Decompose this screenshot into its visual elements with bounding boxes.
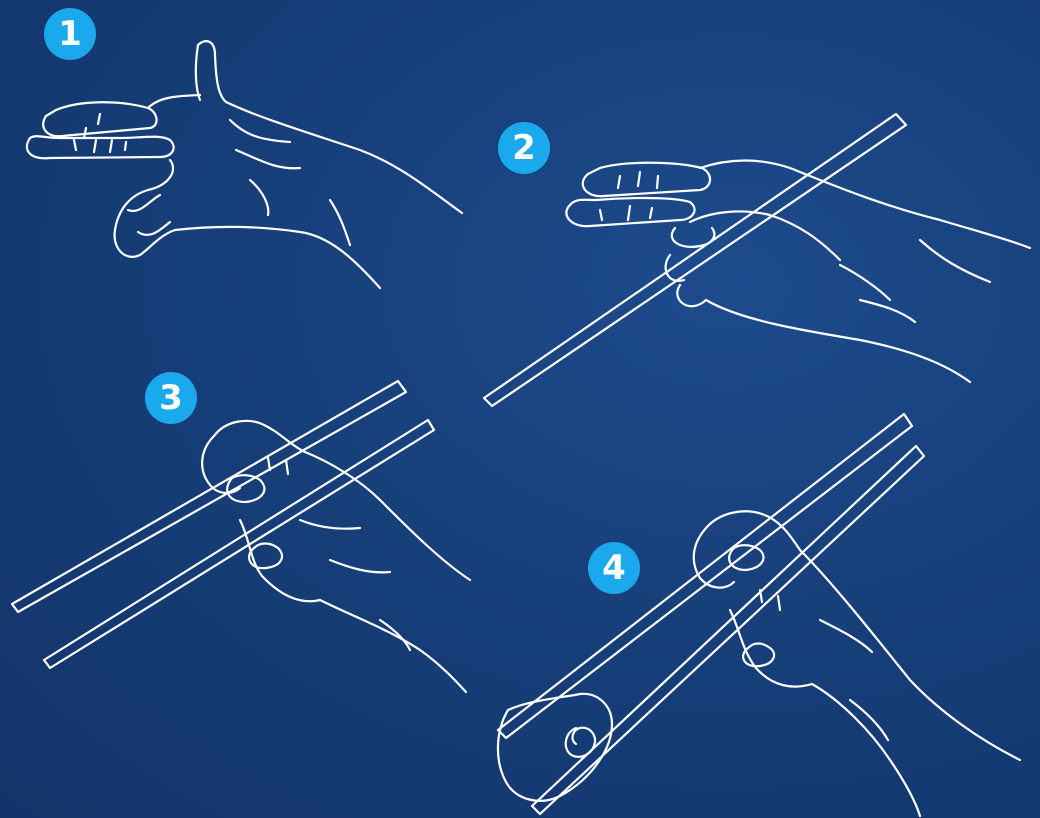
step-3-badge: 3: [145, 372, 197, 424]
step-2-badge: 2: [498, 122, 550, 174]
hand-one-chopstick-icon: [484, 114, 1030, 406]
step-4-badge: 4: [588, 542, 640, 594]
step-1-badge: 1: [44, 8, 96, 60]
hand-chopsticks-sushi-icon: [498, 414, 1020, 816]
open-hand-icon: [27, 41, 462, 288]
hand-two-chopsticks-icon: [12, 381, 470, 692]
